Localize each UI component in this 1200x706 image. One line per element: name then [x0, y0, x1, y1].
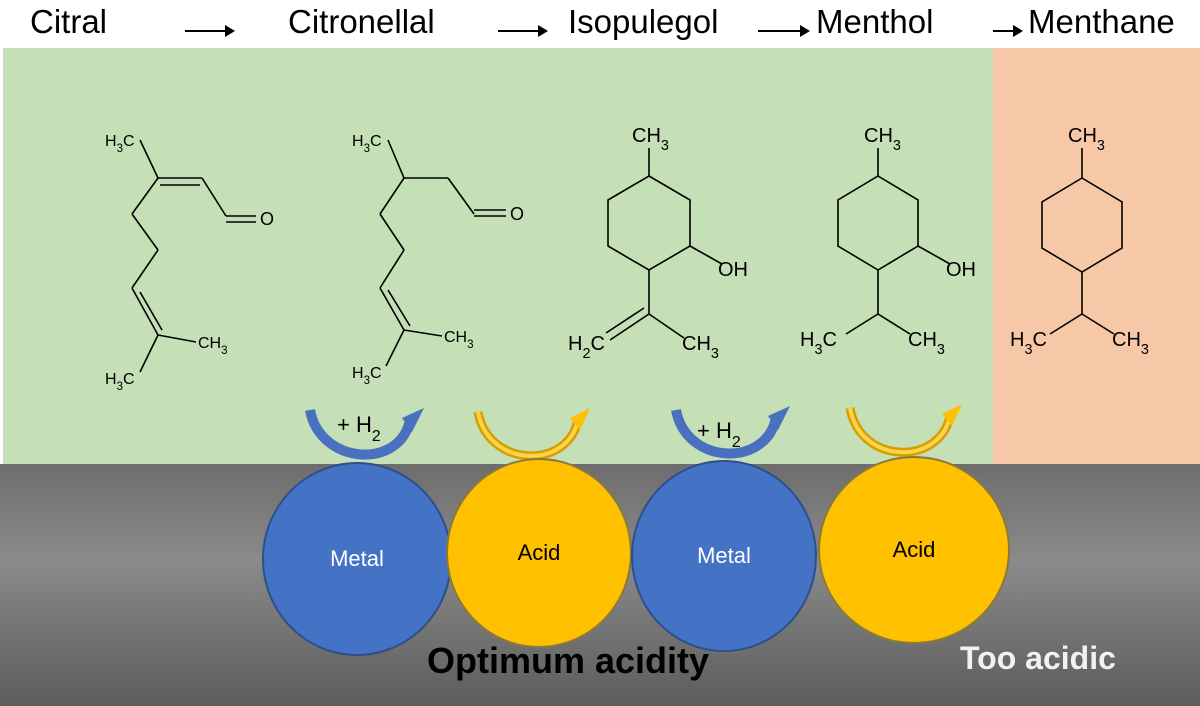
citronellal-ch3-right: CH3: [444, 329, 474, 351]
acid-site-1-label: Acid: [517, 540, 561, 565]
label-menthol: Menthol: [816, 3, 934, 40]
menthane-h3c: H3C: [1010, 329, 1047, 358]
citral-h3c-top: H3C: [105, 133, 135, 155]
isopulegol-oh: OH: [718, 259, 748, 281]
metal-site-1-label: Metal: [330, 546, 384, 571]
citronellal-oxygen: O: [510, 204, 524, 224]
citral-ch3-right: CH3: [198, 335, 228, 357]
citronellal-structure: [379, 139, 506, 367]
menthol-structure: [837, 148, 951, 335]
isopulegol-structure: [605, 148, 723, 341]
optimum-zone: [3, 48, 993, 464]
citronellal-h3c-top: H3C: [352, 133, 382, 155]
isopulegol-h2c: H2C: [568, 333, 605, 362]
arrow-4: [993, 25, 1023, 37]
acid-site-2: Acid: [818, 456, 1010, 644]
label-menthane: Menthane: [1028, 3, 1175, 40]
menthol-ch3-bottom: CH3: [908, 329, 945, 358]
citronellal-h3c-bottom: H3C: [352, 365, 382, 387]
citral-h3c-bottom: H3C: [105, 371, 135, 393]
menthol-ch3-top: CH3: [864, 125, 901, 154]
menthane-ch3-top: CH3: [1068, 125, 1105, 154]
menthane-structure: [1041, 148, 1123, 335]
menthane-ch3-bottom: CH3: [1112, 329, 1149, 358]
site-arrow-4: [845, 404, 962, 457]
menthol-h3c: H3C: [800, 329, 837, 358]
acid-site-1: Acid: [446, 458, 632, 648]
too-acidic-label: Too acidic: [960, 640, 1116, 676]
metal-site-2-label: Metal: [697, 543, 751, 568]
citral-structure: [131, 139, 256, 373]
isopulegol-ch3-bottom: CH3: [682, 333, 719, 362]
site-arrow-2: [473, 408, 590, 461]
isopulegol-ch3-top: CH3: [632, 125, 669, 154]
hydrogen-label-2: + H2: [697, 418, 741, 451]
metal-site-2: Metal: [631, 460, 817, 652]
metal-site-1: Metal: [262, 462, 452, 656]
label-citral: Citral: [30, 3, 108, 40]
arrow-2: [498, 25, 548, 37]
arrow-3: [758, 25, 810, 37]
arrow-1: [185, 25, 235, 37]
citral-oxygen: O: [260, 209, 274, 229]
label-isopulegol: Isopulegol: [568, 3, 719, 40]
hydrogen-label-1: + H2: [337, 412, 381, 445]
site-arrow-3: [671, 406, 790, 459]
acid-site-2-label: Acid: [892, 537, 936, 562]
too-acidic-zone: [993, 48, 1200, 464]
site-arrow-1: [305, 408, 424, 460]
label-citronellal: Citronellal: [288, 3, 435, 40]
menthol-oh: OH: [946, 259, 976, 281]
optimum-acidity-label: Optimum acidity: [427, 640, 710, 681]
